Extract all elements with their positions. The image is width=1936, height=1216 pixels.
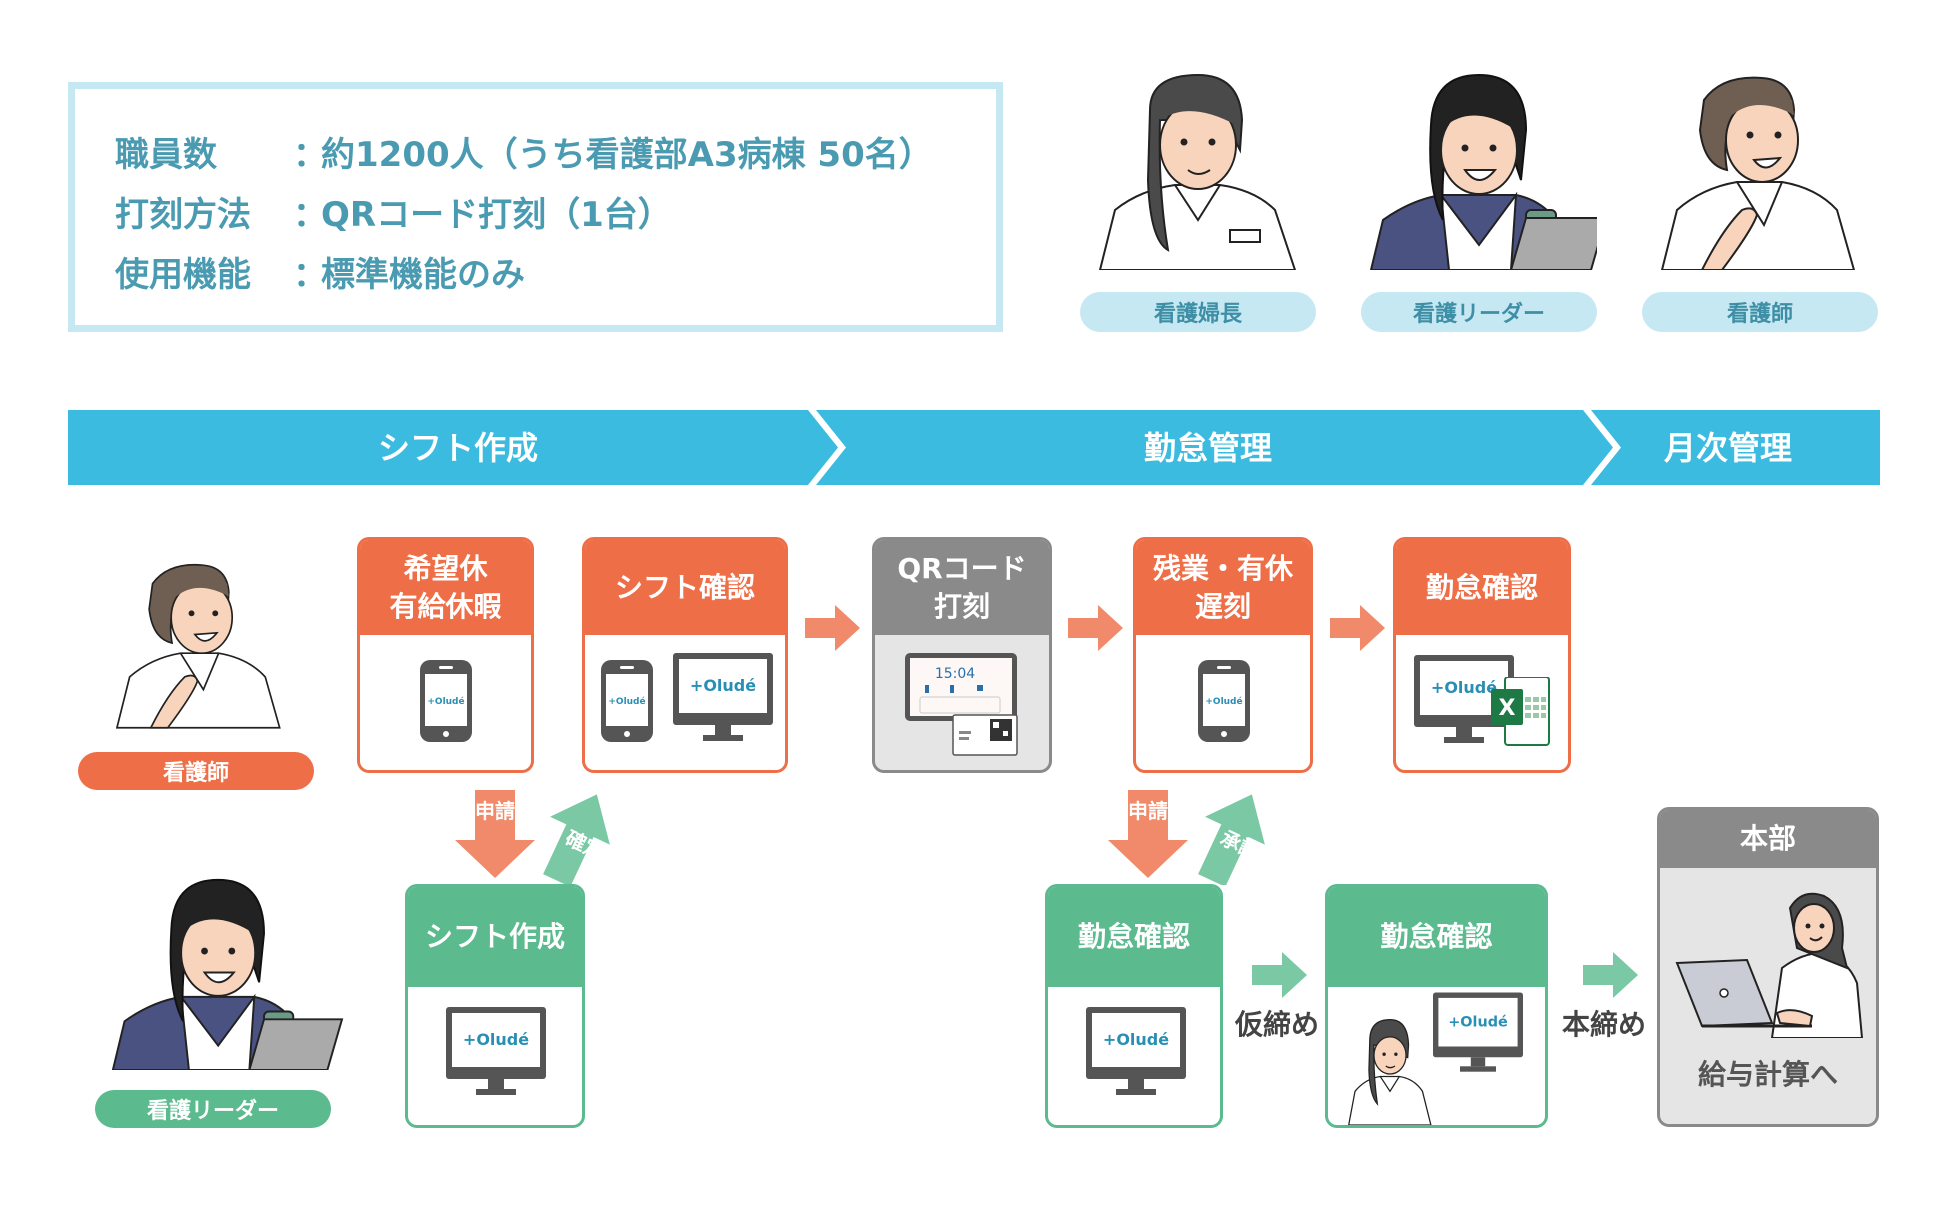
step-title-line1: 残業・有休 — [1152, 551, 1293, 585]
persona-label: 看護リーダー — [1361, 292, 1597, 332]
office-worker-laptop-illustration — [1675, 892, 1864, 1038]
oludé-logo: +Oludé — [1103, 1030, 1169, 1049]
provisional-close-label: 仮締め — [1235, 1008, 1320, 1041]
arrow-label: 申請 — [1128, 799, 1168, 823]
arrow-up-approve-icon: 承認 — [1198, 794, 1265, 885]
persona-head-nurse: 看護婦長 — [1080, 70, 1316, 332]
phase-label-shift: シフト作成 — [378, 429, 538, 467]
step-attendance-check-head[interactable]: 勤怠確認 +Oludé — [1325, 884, 1548, 1128]
phase-shift-bg — [68, 410, 838, 485]
info-separator: ： — [293, 135, 327, 175]
phase-label-monthly: 月次管理 — [1664, 429, 1792, 467]
info-value: QRコード打刻（1台） — [321, 195, 672, 235]
nurse-leader-illustration — [1369, 73, 1608, 271]
step-title-line1: 希望休 — [403, 551, 488, 585]
step-title-line2: 遅刻 — [1194, 589, 1251, 623]
info-separator: ： — [293, 195, 327, 235]
step-request-leave[interactable]: 希望休 有給休暇 +Oludé — [357, 537, 534, 773]
step-attendance-check-nurse[interactable]: 勤怠確認 +Oludé X — [1393, 537, 1571, 773]
info-row-staff: 職員数 ： 約1200人（うち看護部A3病棟 50名） — [115, 125, 956, 185]
monitor-icon: +Oludé — [446, 1007, 546, 1095]
smartphone-icon: +Oludé — [1198, 660, 1250, 742]
phase-label-attendance: 勤怠管理 — [1144, 429, 1272, 467]
persona-label: 看護師 — [1642, 292, 1878, 332]
role-badge-nurse: 看護師 — [78, 752, 314, 790]
step-title: 勤怠確認 — [1380, 920, 1493, 953]
smartphone-icon: +Oludé — [601, 660, 653, 742]
nurse-role-illustration — [115, 563, 281, 729]
persona-label: 看護婦長 — [1080, 292, 1316, 332]
head-nurse-illustration — [1098, 73, 1297, 271]
info-label: 職員数 — [115, 135, 217, 175]
arrow-label: 申請 — [475, 799, 515, 823]
role-badge-leader: 看護リーダー — [95, 1090, 331, 1128]
step-title-line1: QRコード — [897, 551, 1027, 585]
step-qr-punch[interactable]: QRコード 打刻 15:04 — [872, 537, 1052, 773]
qr-terminal-icon: 15:04 — [905, 653, 1018, 756]
arrow-down-apply-icon: 申請 — [1108, 790, 1188, 878]
info-separator: ： — [293, 255, 327, 295]
info-label: 使用機能 — [115, 255, 251, 295]
step-shift-create[interactable]: シフト作成 +Oludé — [405, 884, 585, 1128]
info-row-features: 使用機能 ： 標準機能のみ — [115, 245, 956, 305]
persona-nurse-leader: 看護リーダー — [1361, 70, 1608, 332]
step-title: シフト確認 — [614, 570, 755, 604]
oludé-logo: +Oludé — [690, 676, 756, 695]
leader-role-illustration — [111, 878, 344, 1070]
excel-letter: X — [1499, 696, 1516, 721]
step-headquarters[interactable]: 本部 給与計算へ — [1657, 807, 1879, 1127]
monitor-icon: +Oludé — [1086, 1007, 1186, 1095]
persona-nurse: 看護師 — [1642, 70, 1878, 332]
arrow-right-icon — [1330, 605, 1385, 651]
step-attendance-check-leader[interactable]: 勤怠確認 +Oludé — [1045, 884, 1223, 1128]
step-title: 勤怠確認 — [1077, 920, 1190, 953]
oludé-logo: +Oludé — [463, 1030, 529, 1049]
step-title-line2: 打刻 — [933, 589, 990, 623]
phase-monthly-bg — [1591, 410, 1880, 485]
info-label: 打刻方法 — [115, 195, 251, 235]
phase-attendance-bg — [816, 410, 1613, 485]
step-title: シフト作成 — [424, 920, 565, 953]
final-close-label: 本締め — [1562, 1008, 1647, 1041]
excel-icon: X — [1491, 677, 1550, 746]
step-title-line2: 有給休暇 — [389, 589, 502, 623]
info-value: 約1200人（うち看護部A3病棟 50名） — [321, 135, 933, 175]
step-title: 勤怠確認 — [1425, 570, 1538, 604]
step-shift-check[interactable]: シフト確認 +Oludé +Oludé — [582, 537, 788, 773]
head-nurse-illustration — [1348, 1019, 1432, 1125]
monitor-icon: +Oludé — [1414, 655, 1514, 743]
monitor-icon: +Oludé — [673, 653, 773, 741]
arrow-right-icon — [1068, 605, 1123, 651]
monitor-icon: +Oludé — [1433, 992, 1523, 1072]
info-row-punch-method: 打刻方法 ： QRコード打刻（1台） — [115, 185, 956, 245]
clock-readout: 15:04 — [935, 666, 975, 682]
phase-banner: シフト作成 勤怠管理 月次管理 — [68, 410, 1880, 485]
oludé-logo: +Oludé — [1205, 696, 1242, 707]
step-overtime-leave-late[interactable]: 残業・有休 遅刻 +Oludé — [1133, 537, 1313, 773]
oludé-logo: +Oludé — [1448, 1015, 1508, 1031]
arrow-down-apply-icon: 申請 — [455, 790, 535, 878]
oludé-logo: +Oludé — [608, 696, 645, 707]
arrow-right-final-icon — [1583, 952, 1638, 998]
arrow-right-provisional-icon — [1252, 952, 1307, 998]
step-title: 本部 — [1739, 822, 1796, 855]
arrow-up-confirm-icon: 確定 — [543, 794, 610, 885]
info-value: 標準機能のみ — [321, 255, 525, 295]
facility-info-box: 職員数 ： 約1200人（うち看護部A3病棟 50名） 打刻方法 ： QRコード… — [68, 82, 1003, 332]
oludé-logo: +Oludé — [1431, 678, 1497, 697]
smartphone-icon: +Oludé — [420, 660, 472, 742]
payroll-caption: 給与計算へ — [1697, 1058, 1838, 1091]
arrow-right-icon — [805, 605, 860, 651]
oludé-logo: +Oludé — [427, 696, 464, 707]
nurse-illustration — [1660, 76, 1856, 271]
